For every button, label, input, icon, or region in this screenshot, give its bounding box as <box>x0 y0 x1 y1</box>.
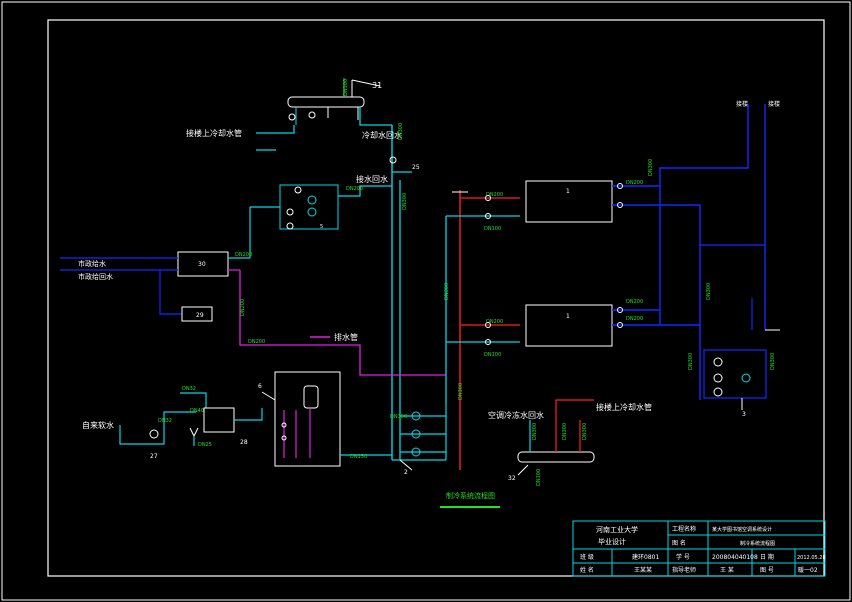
size-dn300-p3-b: DN300 <box>770 353 776 370</box>
pipe-blue-ch1-bot <box>612 204 701 400</box>
size-dn200-ch1-a: DN200 <box>486 192 503 198</box>
pipe-makeup <box>256 125 295 134</box>
tb-id-label: 学 号 <box>676 553 690 561</box>
size-dn200-top: DN200 <box>346 186 363 192</box>
size-dn200-right-b: DN200 <box>626 299 643 305</box>
heat-exchanger-30: 30 DN200 市政给水 市政给回水 29 <box>60 251 252 322</box>
chiller-2 <box>525 304 613 347</box>
size-dn32-a: DN32 <box>158 418 172 424</box>
label-ac-return: 空调冷冻水回水 <box>488 410 544 420</box>
drawing-title: 制冷系统流程图 <box>446 491 495 500</box>
size-dn150: DN150 <box>350 454 367 460</box>
size-dn200-hx: DN200 <box>235 252 252 258</box>
tb-proj-value: 某大学图书馆空调系统设计 <box>712 526 772 533</box>
size-dn200-mag: DN200 <box>240 299 246 316</box>
size-dn200-ch2-a: DN200 <box>486 319 503 325</box>
tag-25: 25 <box>412 164 420 171</box>
size-dn100: DN100 <box>343 79 349 96</box>
size-dn100-ch2: DN100 <box>484 352 501 358</box>
tb-tutor-value: 王 某 <box>720 567 734 574</box>
pump-group-2: 2 DN300 <box>390 405 447 476</box>
label-city-return: 市政给回水 <box>78 272 113 281</box>
tb-sheet-label: 图 号 <box>760 567 774 574</box>
tag-32: 32 <box>508 475 516 482</box>
size-dn100-ch1: DN100 <box>484 226 501 232</box>
size-dn300-p3-a: DN300 <box>688 353 694 370</box>
size-dn25: DN25 <box>198 442 212 448</box>
tb-date-value: 2012.05.28 <box>797 555 826 561</box>
size-dn300-right-b: DN300 <box>706 283 712 300</box>
label-top-right-2: 接楼 <box>768 100 780 108</box>
label-drain: 排水管 <box>334 332 358 342</box>
tag-5: 5 <box>320 224 323 230</box>
tb-name-value: 王某某 <box>634 567 652 574</box>
tag-31: 31 <box>372 81 382 90</box>
label-city-supply: 市政给水 <box>78 259 106 268</box>
label-makeup-short: 接水回水 <box>356 174 388 184</box>
tb-fig-label: 图 名 <box>672 539 686 547</box>
inner-frame <box>47 19 825 577</box>
label-cooling-return: 冷却水回水 <box>362 130 402 140</box>
tb-proj-label: 工程名称 <box>672 525 696 533</box>
tb-class-value: 建环0801 <box>632 553 659 561</box>
size-dn300-bottom-b: DN300 <box>562 423 568 440</box>
tag-30: 30 <box>198 261 206 268</box>
header-31: 31 DN100 <box>287 78 382 125</box>
tag-chiller-1: 1 <box>566 188 570 195</box>
tb-date-label: 日 期 <box>760 553 774 561</box>
label-roof-supply: 接楼上冷却水管 <box>596 402 652 412</box>
tag-3: 3 <box>742 411 746 418</box>
pipe-riser-top <box>359 107 392 126</box>
size-dn200-right-c: DN200 <box>626 316 643 322</box>
size-dn200-right-a: DN200 <box>626 180 643 186</box>
size-dn300-red: DN300 <box>444 283 450 300</box>
pump-group-top: DN200 5 <box>249 184 392 258</box>
label-soft-water: 自来软水 <box>82 420 114 430</box>
tag-29: 29 <box>196 312 204 319</box>
tb-sheet-value: 暖一02 <box>798 566 818 574</box>
tb-design: 毕业设计 <box>598 537 626 546</box>
chiller-1 <box>525 180 613 223</box>
size-dn300-pump: DN300 <box>390 414 407 420</box>
soft-water-system: 自来软水 27 DN32 DN32 DN40 28 DN25 <box>82 386 263 460</box>
pipe-blue-up1 <box>659 104 749 186</box>
tb-class-label: 班 级 <box>580 553 594 561</box>
valve <box>389 156 397 164</box>
title-block <box>572 520 826 577</box>
tb-name-label: 姓 名 <box>580 566 594 574</box>
tb-tutor-label: 指导老师 <box>672 566 696 574</box>
tag-chiller-2: 1 <box>566 313 570 320</box>
tag-27: 27 <box>150 453 158 460</box>
size-dn300-a: DN300 <box>398 123 404 140</box>
header-32: 空调冷冻水回水 接楼上冷却水管 DN100 DN300 DN300 DN300 … <box>458 383 652 486</box>
size-dn300-bottom-c: DN300 <box>582 423 588 440</box>
size-dn32-b: DN32 <box>182 386 196 392</box>
dosing-box-6: 6 DN150 <box>258 371 392 467</box>
size-dn40: DN40 <box>190 408 204 414</box>
size-dn300-bottom-d: DN300 <box>458 383 464 400</box>
tag-28: 28 <box>240 439 248 446</box>
tb-fig-value: 制冷系统流程图 <box>740 540 775 547</box>
pump-group-3: DN300 DN300 3 <box>688 298 780 418</box>
tb-id-value: 200804040108 <box>712 554 758 561</box>
size-dn100-bottom: DN100 <box>536 469 542 486</box>
size-dn300-b: DN300 <box>402 193 408 210</box>
pipe-magenta <box>239 270 446 376</box>
tb-school: 河南工业大学 <box>596 525 638 534</box>
size-dn200-mag2: DN200 <box>248 339 265 345</box>
label-top-right-1: 接楼 <box>736 100 748 108</box>
label-makeup-supply: 接楼上冷却水管 <box>186 128 242 138</box>
size-dn300-bottom-a: DN300 <box>532 423 538 440</box>
tag-6: 6 <box>258 383 262 390</box>
size-dn300-right-a: DN300 <box>648 159 654 176</box>
tag-2: 2 <box>404 469 408 476</box>
